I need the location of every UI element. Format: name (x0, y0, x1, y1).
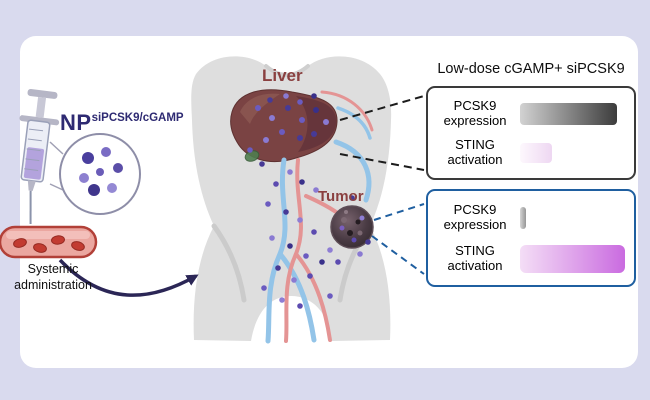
tumor-pcsk9-row: PCSK9 expression (437, 201, 625, 233)
tumor-pcsk9-label: PCSK9 expression (443, 201, 507, 232)
np-text: NP (60, 110, 92, 135)
liver-label: Liver (262, 66, 303, 85)
liver-sting-bar-track (520, 138, 625, 168)
np-cargo-text: siPCSK9/cGAMP (91, 112, 184, 124)
tumor-pcsk9-bar (520, 206, 527, 229)
tumor-pcsk9-bar-track (520, 203, 625, 233)
systemic-administration-caption: Systemic administration (14, 262, 92, 292)
legend-title: Low-dose cGAMP+ siPCSK9 (437, 61, 625, 77)
liver-pcsk9-bar (520, 102, 617, 125)
np-formulation-label: NPsiPCSK9/cGAMP (60, 110, 184, 136)
liver-pcsk9-bar-track (520, 99, 625, 129)
liver-result-panel: PCSK9 expression STING activation (426, 86, 636, 180)
liver-pcsk9-row: PCSK9 expression (437, 97, 625, 129)
tumor-sting-bar (520, 244, 625, 273)
tumor-label: Tumor (318, 188, 364, 205)
tumor-sting-bar-track (520, 244, 625, 274)
liver-sting-bar (520, 142, 552, 163)
tumor-sting-label: STING activation (447, 242, 503, 273)
liver-sting-label: STING activation (447, 136, 503, 167)
liver-sting-row: STING activation (437, 136, 625, 168)
tumor-sting-row: STING activation (437, 242, 625, 274)
tumor-result-panel: PCSK9 expression STING activation (426, 189, 636, 287)
liver-pcsk9-label: PCSK9 expression (443, 97, 507, 128)
